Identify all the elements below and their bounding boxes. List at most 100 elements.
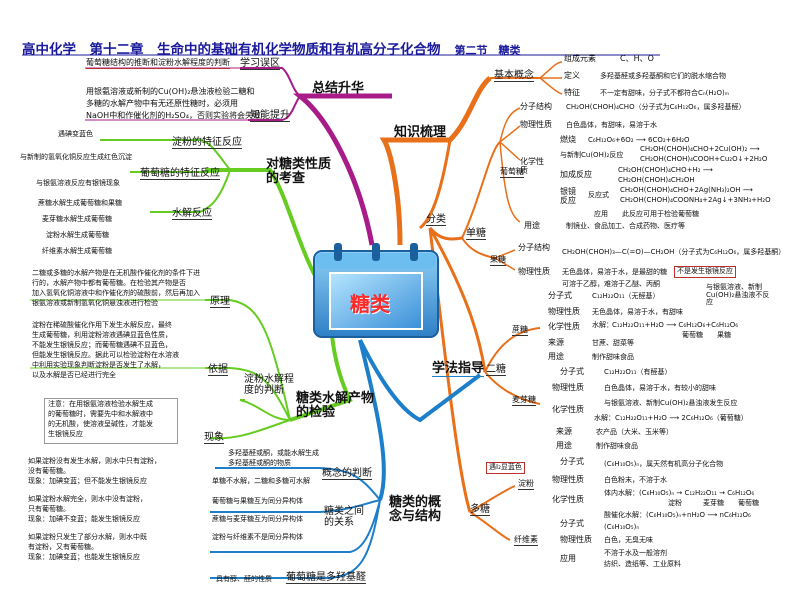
st-basis-4: 但能发生银镜反应。据此可以检验淀粉在水溶液 <box>32 351 179 359</box>
cel-formula-label: 分子式 <box>560 519 584 528</box>
co-judge: 概念的判断 <box>322 468 372 480</box>
concept-branch <box>358 339 386 501</box>
cel-use-value-1: 不溶于水及一般溶剂 <box>604 549 667 557</box>
mal-source-label: 来源 <box>556 427 572 436</box>
st-basis-3: 不能发生银镜反应；而葡萄糖遇碘不显蓝色， <box>32 341 172 349</box>
branch-study: 学法指导 <box>432 361 485 378</box>
suc-hydro-label: 水解： <box>592 321 613 329</box>
kn-cellulose: 纤维素 <box>514 535 538 546</box>
st-basis-1: 淀粉在稀硫酸催化作用下发生水解反应，最终 <box>32 321 172 329</box>
page-title: 高中化学 第十二章 生命中的基础有机化学物质和有机高分子化合物第二节 糖类 <box>22 38 521 58</box>
branch-summary: 总结升华 <box>312 81 365 98</box>
st-phen-1-3: 现象：加碘变蓝；但不能发生银镜反应 <box>28 477 147 485</box>
suc-formula-value: C₁₂H₂₂O₁₁（无醛基） <box>592 292 660 300</box>
st-principle-2: 行的，水解产物中都有葡萄糖。在检验其产物是否 <box>32 279 186 287</box>
ex-hydro-4: 纤维素水解生成葡萄糖 <box>42 247 112 255</box>
kn-basic: 基本概念 <box>494 70 534 82</box>
co-judge-1-2: 多羟基醛或酮的物质 <box>228 459 291 467</box>
st-principle: 原理 <box>210 296 230 308</box>
fru-note: 不是发生银镜反应 <box>674 266 736 278</box>
kn-poly: 多糖 <box>470 504 490 516</box>
suc-hydro-products: 葡萄糖 果糖 <box>682 331 731 339</box>
branch-hydrolysis-check: 糖类水解产物的检验 <box>296 391 375 421</box>
co-relation: 糖类之间的关系 <box>324 506 364 528</box>
mal-phys-label: 物理性质 <box>552 383 584 392</box>
fru-phys-label: 物理性质 <box>518 267 550 276</box>
fru-phys-value: 无色晶体，易溶于水，是最甜的糖 <box>562 268 667 276</box>
st-basis-2: 生成葡萄糖，利用淀粉溶液遇碘显蓝色性质， <box>32 331 172 339</box>
st-phen-1-2: 没有葡萄糖。 <box>28 467 70 475</box>
co-multi: 葡萄糖是多羟基醛 <box>286 572 366 584</box>
summary-misconception: 学习误区 <box>240 58 280 70</box>
st-phen-3-3: 现象：加碘变蓝；也能发生银镜反应 <box>28 553 140 561</box>
suc-source-value: 甘蔗、甜菜等 <box>592 339 634 347</box>
cel-use-label: 应用 <box>560 554 576 563</box>
suc-phys-value: 无色晶体，易溶于水，有甜味 <box>592 308 683 316</box>
glu-add-value-1: CH₂OH(CHOH)₄CHO+H₂ ⟶ <box>618 166 713 174</box>
st-phen-2-3: 现象：加碘不变蓝；能发生银镜反应 <box>28 515 140 523</box>
co-rel-2: 蔗糖与麦芽糖互为同分异构体 <box>212 515 303 523</box>
knowledge-branch <box>379 76 492 246</box>
glu-burn-label: 燃烧 <box>560 135 576 144</box>
st-principle-1: 二糖或多糖的水解产物是在无机酸作催化剂的条件下进 <box>32 269 200 277</box>
ex-hydro-3: 淀粉水解生成葡萄糖 <box>46 231 109 239</box>
glu-struct-value: CH₂OH(CHOH)₄CHO（分子式为C₆H₁₂O₆，属多羟基醛） <box>566 103 746 111</box>
kn-glucose: 葡萄糖 <box>500 167 524 178</box>
st-principle-4: 银氨溶液或新制氢氧化铜悬浊液进行检验 <box>32 299 158 307</box>
sta-formula-label: 分子式 <box>560 457 584 466</box>
cel-use-value-2: 纺织、造纸等、工业原料 <box>604 560 681 568</box>
summary-ability-note-3: NaOH中和作催化剂的H₂SO₄，否则实验将会失败 <box>86 111 262 120</box>
st-principle-3: 加入氢氧化铜溶液中和作催化剂的硫酸前，然后再加入 <box>32 289 200 297</box>
glu-chem-label: 化学性质 <box>520 157 544 175</box>
cel-formula-value: (C₆H₁₀O₅)ₙ <box>604 523 640 531</box>
st-basis-6: 以及水解是否已经进行完全 <box>32 371 116 379</box>
glu-mirror-sub: 反应式 <box>588 191 609 199</box>
fru-struct-value: CH₂OH(CHOH)₃—C(=O)—CH₂OH（分子式为C₆H₁₂O₆，属多羟… <box>562 248 786 256</box>
mal-chem-label: 化学性质 <box>552 405 584 414</box>
suc-chem-label: 化学性质 <box>548 322 580 331</box>
kn-definition-label: 定义 <box>564 71 580 80</box>
cel-phys-label: 物理性质 <box>560 535 592 544</box>
mal-formula-label: 分子式 <box>560 367 584 376</box>
kn-definition-value: 多羟基醛或多羟基酮和它们的脱水缩合物 <box>600 72 726 80</box>
suc-formula-label: 分子式 <box>548 291 572 300</box>
suc-use-value: 制作甜味食品 <box>592 353 634 361</box>
kn-mono: 单糖 <box>466 228 486 240</box>
suc-note: 与银氨溶液、新制Cu(OH)₂悬浊液不反应 <box>706 283 770 307</box>
branch-concept: 糖类的概念与结构 <box>388 495 441 525</box>
fru-struct-label: 分子结构 <box>518 243 550 252</box>
kn-composition-label: 组成元素 <box>564 54 596 63</box>
st-degree: 淀粉水解程度的判断 <box>244 374 294 396</box>
mal-use-value: 制作甜味食品 <box>596 442 638 450</box>
co-rel-3: 淀粉与纤维素不是同分异构体 <box>212 533 303 541</box>
kn-di: 二糖 <box>486 364 506 376</box>
st-degree-note-4: 生银镜反应 <box>48 430 83 438</box>
kn-composition-value: C、H、O <box>620 54 654 63</box>
glu-phys-label: 物理性质 <box>520 120 552 129</box>
glu-add-label: 加成反应 <box>560 170 592 179</box>
kn-starch: 淀粉 <box>518 479 534 490</box>
sta-phys-value: 白色粉末，不溶于水 <box>604 476 667 484</box>
suc-source-label: 来源 <box>548 338 564 347</box>
center-label: 糖类 <box>350 292 390 316</box>
cel-chem-value: 酸催化水解：(C₆H₁₀O₅)ₙ+nH₂O ⟶ nC₆H₁₂O₆ <box>604 511 751 519</box>
cel-phys-value: 白色，无臭无味 <box>604 536 653 544</box>
glu-cu-value-2: CH₂OH(CHOH)₄COOH+Cu₂O↓+2H₂O <box>640 155 768 163</box>
glu-mirror-value-2: CH₂OH(CHOH)₄COONH₄+2Ag↓+3NH₃+H₂O <box>620 196 771 204</box>
summary-branch <box>292 93 392 246</box>
fru-reduce: 可溶于乙醇，难溶于乙醚、丙酮 <box>562 280 660 288</box>
co-judge-1-1: 多羟基醛或酮，或能水解生成 <box>228 449 319 457</box>
ability-link <box>248 95 301 121</box>
summary-ability: 知能提升 <box>250 110 290 122</box>
glu-use-value: 制镜业、食品加工、合成药物、医疗等 <box>566 222 685 230</box>
glu-use-label: 用途 <box>524 221 540 230</box>
mal-chem-value-1: 与银氨溶液、新制Cu(OH)₂悬浊液发生反应 <box>604 399 738 407</box>
kn-feature-value: 不一定有甜味，分子式不都符合Cₙ(H₂O)ₘ <box>600 89 730 97</box>
st-phen-2-2: 只有葡萄糖。 <box>28 505 70 513</box>
ex-starch-char-note: 遇碘变蓝色 <box>58 130 93 138</box>
ex-glu-char: 葡萄糖的特征反应 <box>140 168 220 180</box>
st-basis: 依据 <box>208 364 228 376</box>
ex-hydro-1: 蔗糖水解生成葡萄糖和果糖 <box>38 199 122 207</box>
